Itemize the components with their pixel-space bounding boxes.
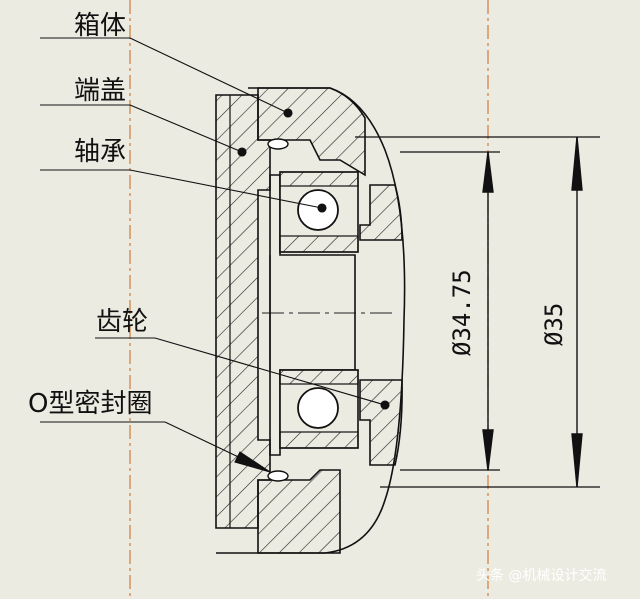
label-o-ring: O型密封圈 (28, 389, 152, 419)
label-bearing: 轴承 (74, 137, 126, 167)
label-end-cover: 端盖 (74, 76, 126, 106)
dimension-inner-text: Ø34.75 (448, 269, 476, 356)
o-ring-lower (267, 470, 289, 482)
bearing-lower (279, 369, 359, 449)
housing-upper (257, 87, 366, 177)
dimension-inner-line (482, 151, 494, 471)
leader-lines (40, 37, 390, 473)
label-gear: 齿轮 (96, 307, 148, 337)
extension-lines (355, 136, 600, 488)
watermark-text: 头条 @机械设计交流 (476, 567, 606, 584)
dimension-outer-line (571, 136, 583, 488)
housing-lower-right (359, 379, 403, 466)
bearing-upper (279, 171, 359, 253)
dimension-outer-text: Ø35 (540, 303, 568, 346)
label-housing: 箱体 (74, 11, 126, 41)
housing-upper-right (359, 184, 403, 241)
housing-lower (257, 469, 341, 554)
o-ring-upper (267, 138, 289, 150)
break-boundary (216, 87, 406, 554)
